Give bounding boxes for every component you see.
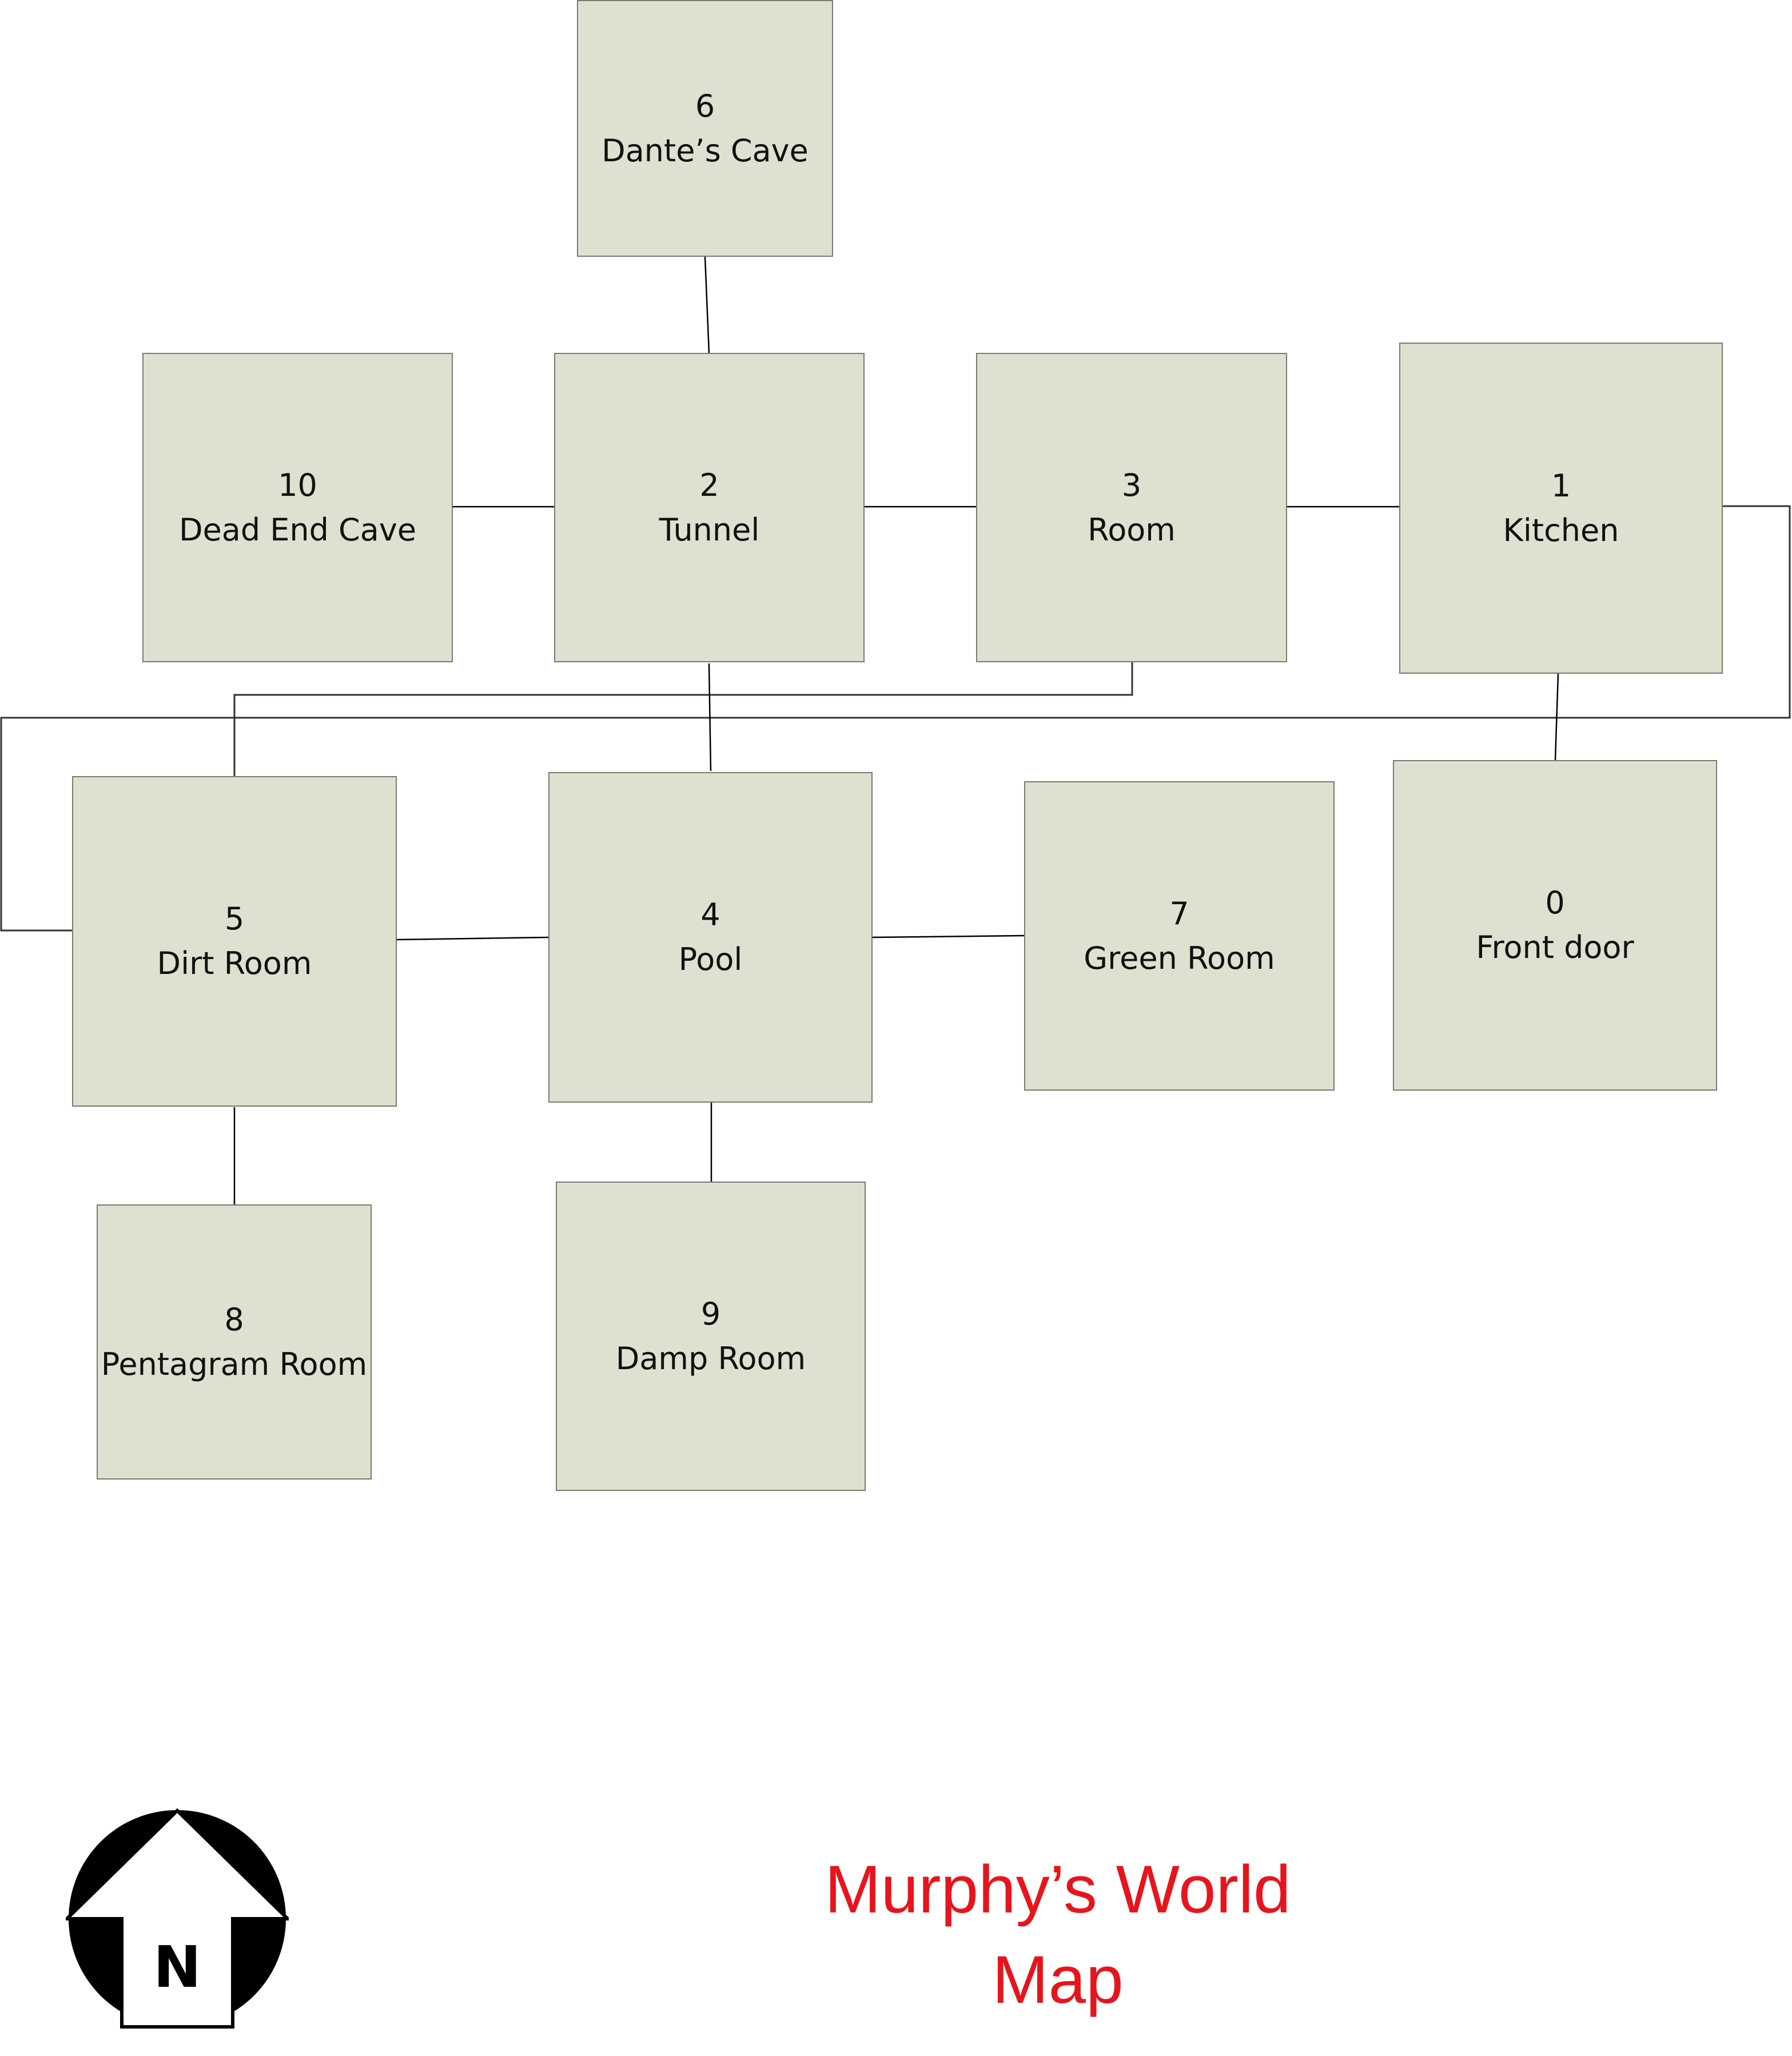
room-number: 5 (224, 901, 245, 937)
title-line-1: Murphy’s World (825, 1852, 1291, 1927)
room-name: Dead End Cave (178, 511, 417, 548)
room-label: 3 Room (977, 463, 1286, 552)
room-7-green-room: 7 Green Room (1024, 781, 1335, 1091)
arrow-dantescave-tunnel (704, 256, 710, 353)
room-name: Dirt Room (157, 945, 312, 981)
room-name: Pentagram Room (101, 1346, 368, 1382)
room-number: 1 (1551, 467, 1571, 504)
room-name: Green Room (1084, 940, 1275, 976)
room-label: 6 Dante’s Cave (578, 84, 832, 173)
arrow-pool-greenroom (872, 934, 1025, 938)
map-title: Murphy’s World Map (715, 1844, 1401, 2025)
room-number: 0 (1545, 885, 1565, 921)
room-8-pentagram-room: 8 Pentagram Room (97, 1204, 372, 1480)
connector-room3-dirtroom (233, 661, 1133, 776)
room-label: 1 Kitchen (1400, 464, 1722, 553)
room-name: Kitchen (1503, 512, 1619, 548)
room-name: Dante’s Cave (602, 132, 809, 169)
room-number: 3 (1121, 467, 1142, 503)
room-name: Room (1088, 511, 1176, 548)
room-3-room: 3 Room (976, 353, 1287, 662)
room-name: Pool (678, 941, 743, 977)
room-6-dantes-cave: 6 Dante’s Cave (577, 0, 833, 257)
room-number: 9 (700, 1295, 721, 1332)
room-label: 9 Damp Room (557, 1292, 865, 1381)
room-name: Tunnel (659, 511, 760, 548)
room-label: 7 Green Room (1025, 892, 1333, 981)
room-name: Front door (1476, 929, 1634, 965)
compass-letter: N (153, 1934, 201, 2001)
room-number: 2 (699, 467, 719, 503)
room-5-dirt-room: 5 Dirt Room (72, 776, 397, 1107)
room-2-tunnel: 2 Tunnel (554, 353, 865, 662)
room-number: 10 (278, 467, 317, 503)
room-label: 10 Dead End Cave (144, 463, 452, 552)
connector-kitchen-dirtroom (0, 505, 1791, 932)
room-9-damp-room: 9 Damp Room (556, 1182, 866, 1491)
room-number: 6 (695, 88, 715, 124)
arrow-tunnel-pool (708, 663, 712, 772)
room-number: 4 (700, 897, 720, 933)
compass-graphic: N (62, 1808, 292, 2029)
north-arrow-icon: N (62, 1807, 292, 2030)
room-label: 4 Pool (549, 893, 871, 982)
title-line-2: Map (992, 1942, 1124, 2018)
room-label: 2 Tunnel (555, 463, 863, 552)
room-name: Damp Room (615, 1340, 806, 1377)
room-4-pool: 4 Pool (548, 772, 873, 1103)
room-label: 0 Front door (1394, 881, 1716, 970)
room-number: 8 (224, 1301, 244, 1338)
room-0-front-door: 0 Front door (1393, 760, 1717, 1091)
room-label: 5 Dirt Room (73, 897, 396, 986)
arrow-dirtroom-pool (396, 936, 549, 941)
room-number: 7 (1169, 895, 1189, 932)
arrow-kitchen-frontdoor (1554, 673, 1559, 761)
room-10-dead-end-cave: 10 Dead End Cave (142, 353, 453, 662)
room-label: 8 Pentagram Room (98, 1298, 371, 1387)
room-1-kitchen: 1 Kitchen (1399, 343, 1723, 674)
